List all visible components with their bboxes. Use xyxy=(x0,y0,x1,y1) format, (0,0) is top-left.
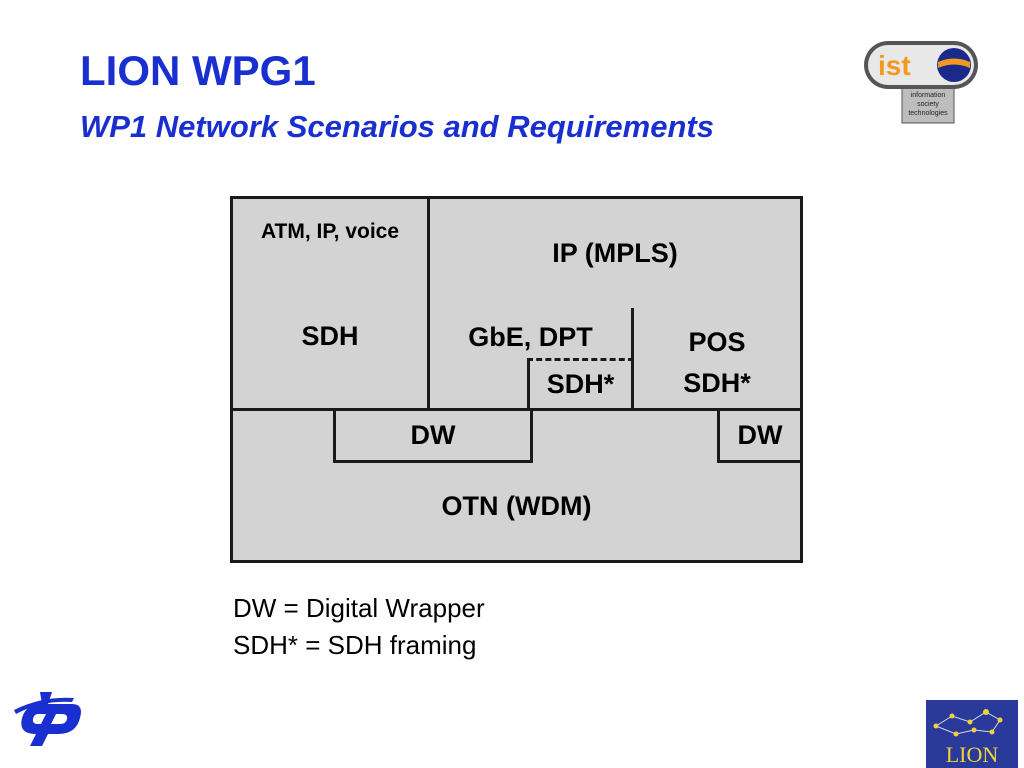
globe-band xyxy=(938,58,970,68)
label-atm-ip-voice: ATM, IP, voice xyxy=(260,220,400,243)
label-pos: POS xyxy=(688,327,746,357)
network-layer-diagram: ATM, IP, voice IP (MPLS) SDH GbE, DPT PO… xyxy=(230,196,803,563)
label-sdh: SDH xyxy=(301,321,359,351)
box-ip-mpls: IP (MPLS) xyxy=(427,199,800,311)
ist-caption-line-2: society xyxy=(917,101,939,108)
ist-logo: ist information society technologies xyxy=(864,41,978,124)
lion-logo-background xyxy=(926,700,1018,768)
slide-subtitle: WP1 Network Scenarios and Requirements xyxy=(80,109,714,144)
label-otn-wdm: OTN (WDM) xyxy=(441,491,592,521)
star-icon xyxy=(967,719,973,725)
slide-title: LION WPG1 xyxy=(80,47,316,94)
label-sdh-framing-right: SDH* xyxy=(683,367,751,398)
ist-logo-text: ist xyxy=(878,50,911,81)
box-otn-wdm: OTN (WDM) xyxy=(233,469,800,560)
tp-logo xyxy=(14,692,81,746)
legend-dw: DW = Digital Wrapper xyxy=(233,593,485,623)
box-digital-wrapper-left: DW xyxy=(333,408,533,463)
star-icon xyxy=(933,723,939,729)
box-atm-ip-voice: ATM, IP, voice xyxy=(233,199,430,268)
lion-logo-text: LION xyxy=(946,742,999,767)
label-sdh-framing-left: SDH* xyxy=(546,369,615,399)
star-icon xyxy=(971,727,977,733)
star-icon xyxy=(997,717,1003,723)
star-icon xyxy=(989,729,995,735)
ist-caption-line-1: information xyxy=(911,92,946,99)
legend: DW = Digital Wrapper SDH* = SDH framing xyxy=(233,590,485,664)
label-ip-mpls: IP (MPLS) xyxy=(552,238,678,268)
box-sdh: SDH xyxy=(233,265,430,411)
box-sdh-framing-left: SDH* xyxy=(527,358,634,411)
legend-sdh-framing: SDH* = SDH framing xyxy=(233,630,477,660)
lion-logo: LION xyxy=(926,700,1018,768)
box-digital-wrapper-right: DW xyxy=(717,408,800,463)
star-icon xyxy=(949,713,955,719)
star-icon xyxy=(953,731,959,737)
label-gbe-dpt: GbE, DPT xyxy=(468,322,593,352)
box-pos: POS xyxy=(631,308,800,361)
label-dw-left: DW xyxy=(410,420,456,450)
tp-logo-swoosh xyxy=(14,697,74,714)
globe-icon xyxy=(937,48,971,82)
ist-caption-line-3: technologies xyxy=(908,110,948,117)
label-dw-right: DW xyxy=(737,420,783,450)
box-sdh-framing-right: SDH* xyxy=(631,358,800,411)
star-icon xyxy=(983,709,989,715)
